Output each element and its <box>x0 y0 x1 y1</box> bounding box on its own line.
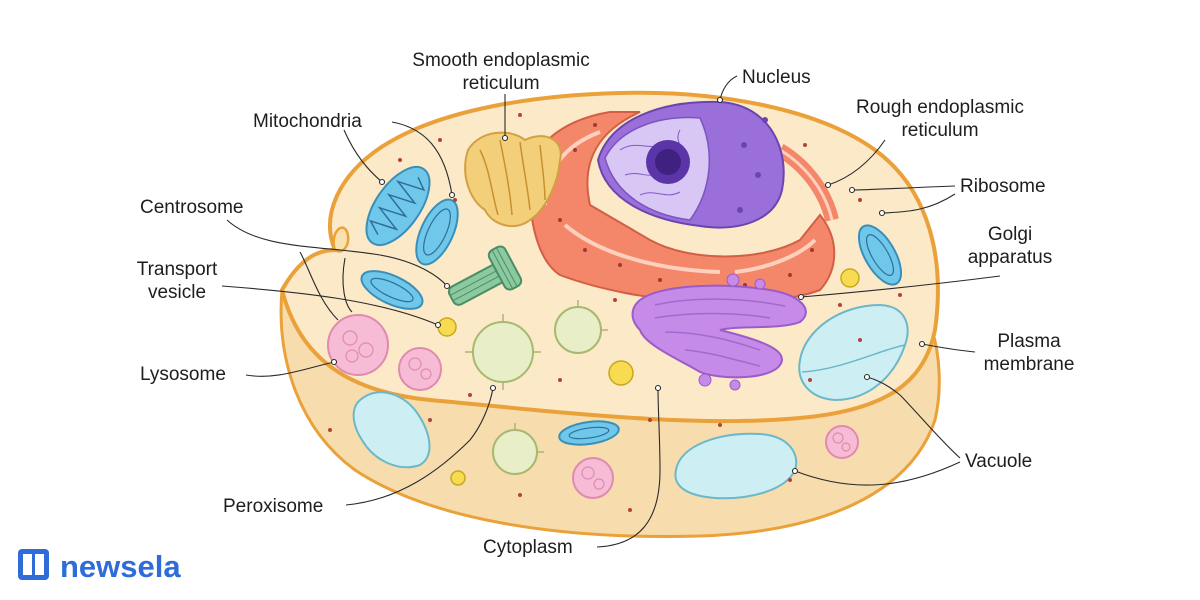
label-ribosome: Ribosome <box>960 176 1046 197</box>
label-plasma-line1: Plasma <box>997 331 1061 352</box>
label-rough-er-line2: reticulum <box>901 120 978 141</box>
label-peroxisome: Peroxisome <box>223 496 323 517</box>
label-vacuole: Vacuole <box>965 451 1032 472</box>
label-cytoplasm: Cytoplasm <box>483 537 573 558</box>
label-transport-line2: vesicle <box>148 282 206 303</box>
newsela-logo-text: newsela <box>60 549 181 584</box>
label-centrosome: Centrosome <box>140 197 244 218</box>
label-mitochondria: Mitochondria <box>253 111 362 132</box>
vacuoles <box>352 303 909 500</box>
lysosomes <box>327 314 859 499</box>
label-plasma-line2: membrane <box>984 354 1075 375</box>
centrosome <box>447 245 523 306</box>
label-golgi-line1: Golgi <box>988 224 1032 245</box>
membrane-notch <box>332 226 350 253</box>
label-nucleus: Nucleus <box>742 67 811 88</box>
leader-lines <box>221 75 1001 548</box>
label-rough-er-line1: Rough endoplasmic <box>856 97 1024 118</box>
label-transport-line1: Transport <box>137 259 218 280</box>
transport-vesicles <box>437 268 860 486</box>
label-smooth-er-line1: Smooth endoplasmic <box>412 50 589 71</box>
label-smooth-er-line2: reticulum <box>462 73 539 94</box>
labels: Smooth endoplasmic reticulum Nucleus Rou… <box>137 50 1075 558</box>
label-lysosome: Lysosome <box>140 364 226 385</box>
free-ribosomes <box>328 113 902 512</box>
nucleus <box>596 100 785 229</box>
newsela-logo-icon <box>18 549 49 580</box>
newsela-logo: newsela <box>18 549 181 584</box>
label-golgi-line2: apparatus <box>968 247 1053 268</box>
mitochondria-group <box>360 166 902 446</box>
peroxisomes <box>465 300 608 475</box>
smooth-er <box>464 131 562 228</box>
golgi-apparatus <box>631 273 807 391</box>
